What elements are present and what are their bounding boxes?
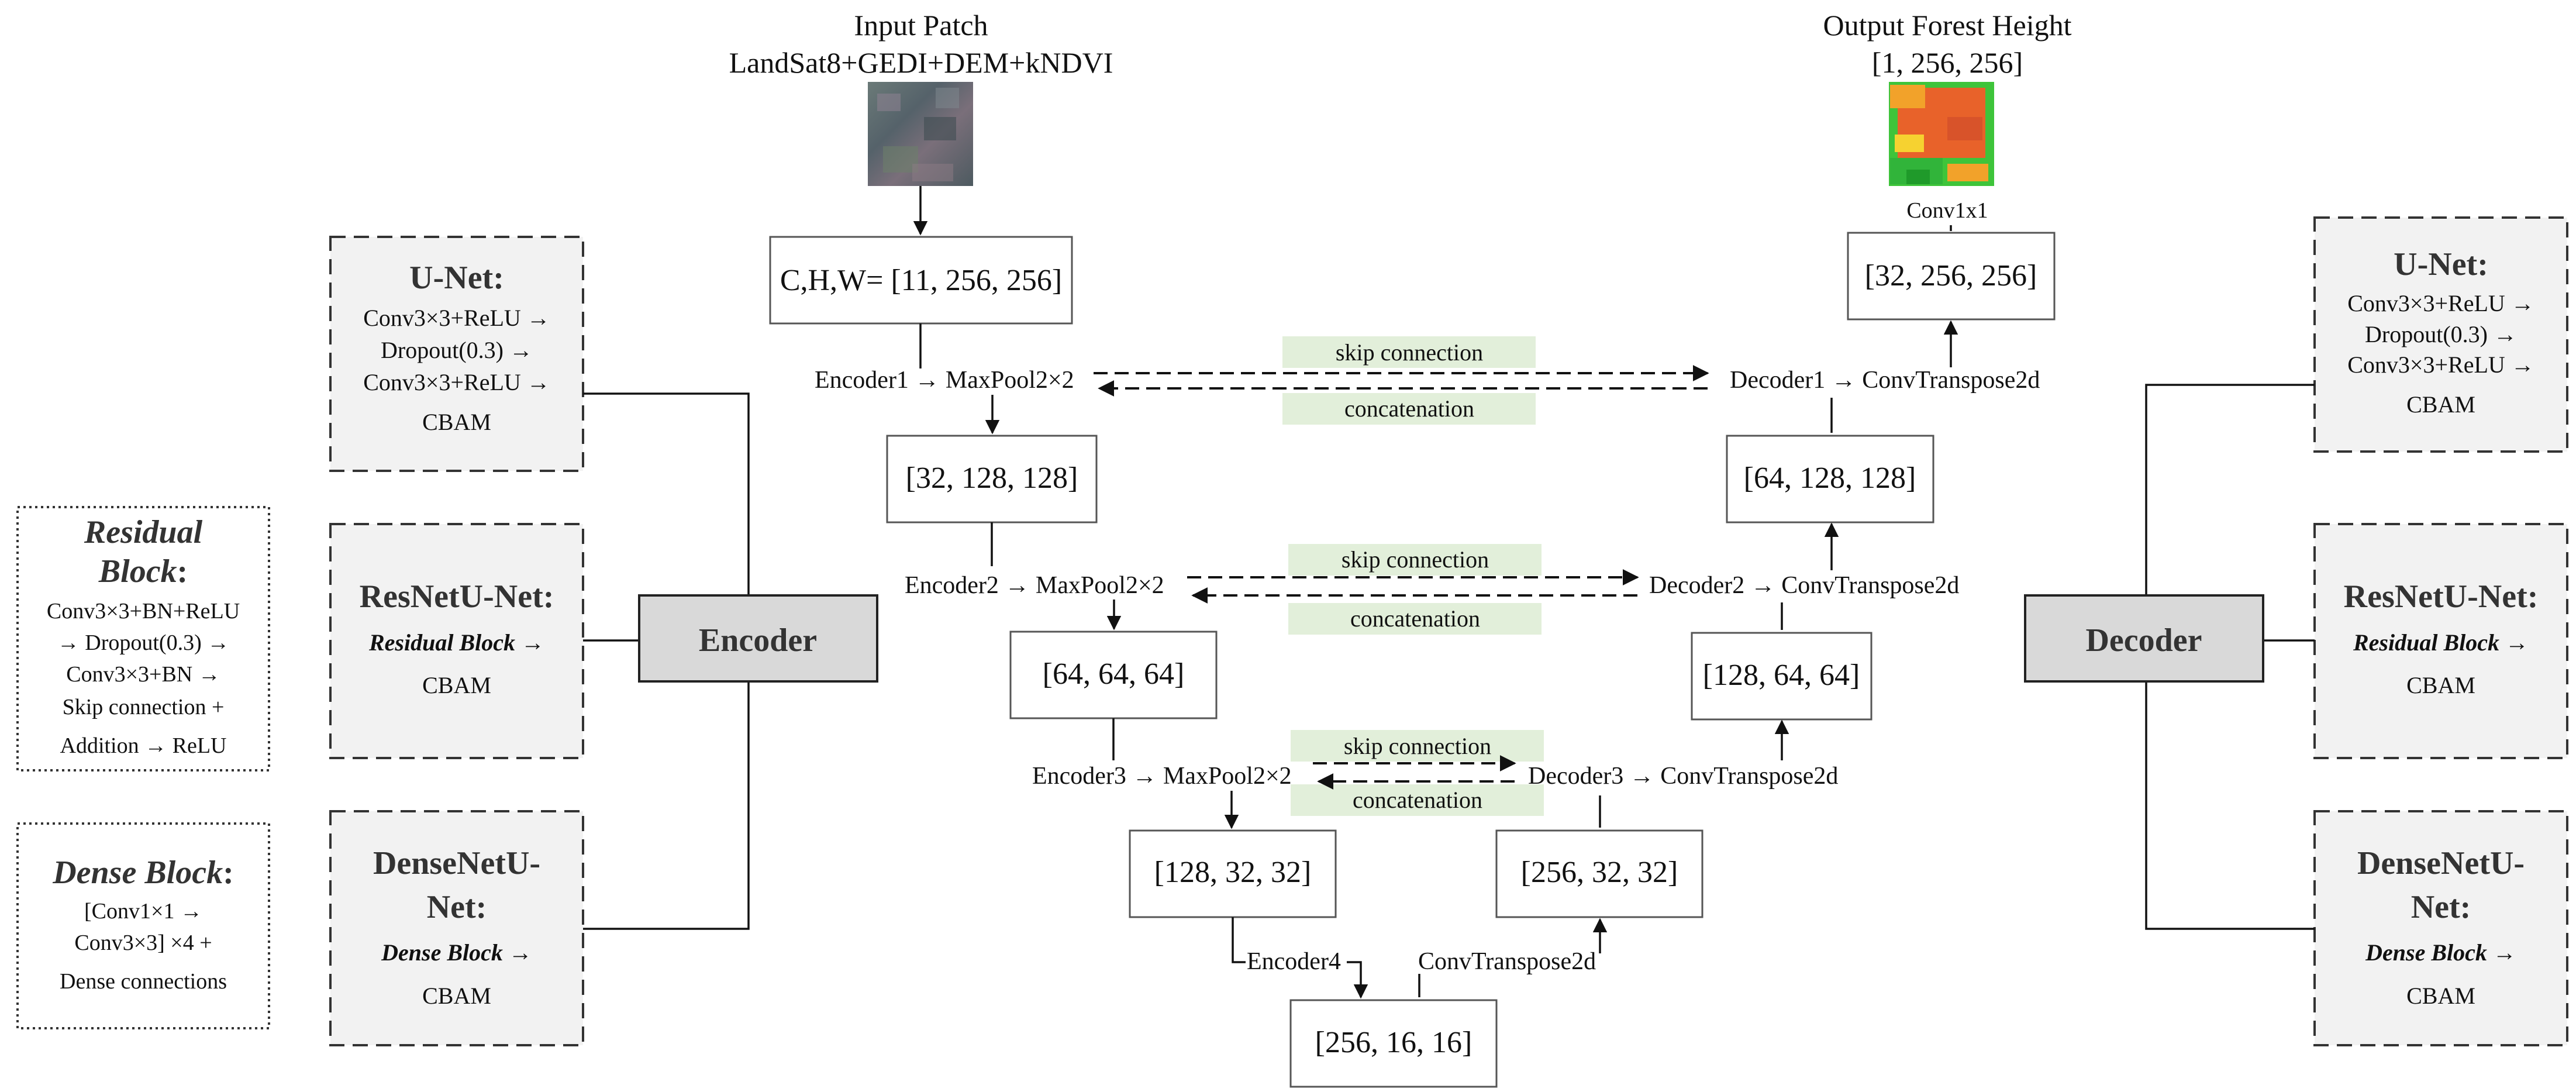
decoder-dims-label-4: [256, 32, 32] — [1521, 856, 1678, 889]
dense-line-2: Conv3×3] ×4 + — [74, 931, 212, 955]
decoder-densenet-block: Dense Block → — [2365, 939, 2516, 966]
decoder-dims-label-1: [32, 256, 256] — [1865, 259, 2037, 292]
concat-tag-1 — [1282, 393, 1536, 425]
encoder-densenet-title-1: DenseNetU- — [373, 845, 540, 881]
decoder-resnet-tail: CBAM — [2406, 672, 2475, 698]
decoder-dims-box-1 — [1847, 232, 2056, 321]
concat-tag-3 — [1291, 784, 1544, 816]
concat-tag-2 — [1288, 603, 1542, 635]
decoder-unet-panel — [2313, 216, 2568, 453]
residual-line-4: Skip connection + — [63, 695, 225, 719]
encoder-dims-box-2 — [1009, 631, 1218, 719]
skip-label-1: skip connection — [1336, 339, 1483, 366]
decoder-dims-box-3 — [1691, 632, 1872, 721]
encoder-unet-line-3: Conv3×3+ReLU → — [363, 369, 550, 395]
residual-line-3: Conv3×3+BN → — [66, 662, 220, 687]
input-title: Input Patch — [854, 9, 988, 42]
decoder-heading: Decoder — [2085, 622, 2202, 659]
dense-block-definition — [16, 822, 270, 1029]
output-height-map — [1889, 82, 1994, 186]
decoder-dims-box-2 — [1726, 435, 1934, 523]
concat-label-2: concatenation — [1350, 605, 1480, 632]
encoder-resnet-tail: CBAM — [422, 672, 491, 698]
dense-line-1: [Conv1×1 → — [84, 899, 202, 924]
decoder-unet-line-4: CBAM — [2406, 391, 2475, 418]
input-patch-image — [868, 82, 973, 186]
encoder-unet-line-2: Dropout(0.3) → — [381, 337, 533, 363]
decoder-resnet-panel — [2313, 523, 2568, 759]
input-shape-label: C,H,W= [11, 256, 256] — [780, 264, 1062, 297]
encoder-stage-1: Encoder1 → MaxPool2×2 — [815, 367, 1074, 394]
encoder-densenet-title-2: Net: — [427, 889, 487, 925]
bottleneck-label: [256, 16, 16] — [1315, 1026, 1473, 1059]
concat-label-1: concatenation — [1344, 395, 1474, 422]
decoder-dims-box-4 — [1495, 829, 1703, 918]
decoder-unet-line-3: Conv3×3+ReLU → — [2347, 352, 2534, 378]
encoder-stage-4: Encoder4 — [1247, 948, 1341, 975]
decoder-densenet-title-1: DenseNetU- — [2357, 845, 2525, 881]
encoder-stage-3: Encoder3 → MaxPool2×2 — [1032, 763, 1292, 790]
decoder-densenet-title-2: Net: — [2411, 889, 2471, 925]
residual-block-title-2: Block: — [98, 553, 188, 590]
input-subtitle: LandSat8+GEDI+DEM+kNDVI — [729, 46, 1113, 79]
residual-line-5: Addition → ReLU — [60, 733, 227, 758]
decoder-dims-label-2: [64, 128, 128] — [1744, 461, 1916, 495]
dense-block-title: Dense Block: — [52, 855, 234, 891]
decoder-densenet-panel — [2313, 810, 2568, 1046]
encoder-dims-label-3: [128, 32, 32] — [1154, 856, 1312, 889]
encoder-densenet-block: Dense Block → — [381, 939, 532, 966]
encoder-dims-box-3 — [1129, 829, 1337, 918]
decoder-stage-1: Decoder1 → ConvTranspose2d — [1730, 367, 2040, 394]
encoder-stage-2: Encoder2 → MaxPool2×2 — [905, 572, 1164, 599]
encoder-dims-label-1: [32, 128, 128] — [906, 461, 1078, 495]
encoder-unet-line-1: Conv3×3+ReLU → — [363, 305, 550, 331]
residual-block-definition — [16, 506, 270, 771]
encoder-dims-label-2: [64, 64, 64] — [1043, 657, 1185, 691]
encoder-heading-box — [638, 594, 878, 683]
dense-line-3: Dense connections — [60, 969, 227, 994]
encoder-resnet-panel — [329, 523, 584, 759]
encoder-dims-box-1 — [886, 435, 1098, 523]
decoder-dims-label-3: [128, 64, 64] — [1703, 659, 1860, 692]
skip-tag-2 — [1288, 544, 1542, 576]
decoder-stage-2: Decoder2 → ConvTranspose2d — [1649, 572, 1959, 599]
skip-tag-1 — [1282, 336, 1536, 368]
output-title: Output Forest Height — [1823, 9, 2072, 42]
bottleneck-upsample-label: ConvTranspose2d — [1418, 948, 1596, 975]
decoder-unet-line-2: Dropout(0.3) → — [2365, 321, 2517, 347]
skip-label-2: skip connection — [1342, 546, 1489, 573]
concat-label-3: concatenation — [1353, 787, 1482, 813]
encoder-resnet-title: ResNetU-Net: — [360, 578, 554, 615]
encoder-resnet-block: Residual Block → — [368, 629, 544, 656]
decoder-resnet-title: ResNetU-Net: — [2344, 578, 2539, 615]
skip-label-3: skip connection — [1344, 733, 1491, 759]
encoder-unet-line-4: CBAM — [422, 409, 491, 435]
residual-line-2: → Dropout(0.3) → — [57, 631, 229, 655]
decoder-heading-box — [2024, 594, 2264, 683]
residual-block-title: Residual — [84, 514, 203, 550]
encoder-unet-title: U-Net: — [409, 260, 504, 296]
decoder-resnet-block: Residual Block → — [2353, 629, 2529, 656]
output-subtitle: [1, 256, 256] — [1872, 46, 2023, 79]
encoder-densenet-panel — [329, 810, 584, 1046]
decoder-unet-line-1: Conv3×3+ReLU → — [2347, 290, 2534, 316]
decoder-unet-title: U-Net: — [2394, 246, 2488, 283]
bottleneck-box — [1289, 999, 1498, 1088]
decoder-densenet-tail: CBAM — [2406, 983, 2475, 1009]
encoder-heading: Encoder — [699, 622, 817, 659]
conv1x1-label: Conv1x1 — [1906, 198, 1988, 223]
residual-line-1: Conv3×3+BN+ReLU — [47, 599, 240, 623]
encoder-densenet-tail: CBAM — [422, 983, 491, 1009]
encoder-unet-panel — [329, 236, 584, 472]
decoder-stage-3: Decoder3 → ConvTranspose2d — [1528, 763, 1838, 790]
